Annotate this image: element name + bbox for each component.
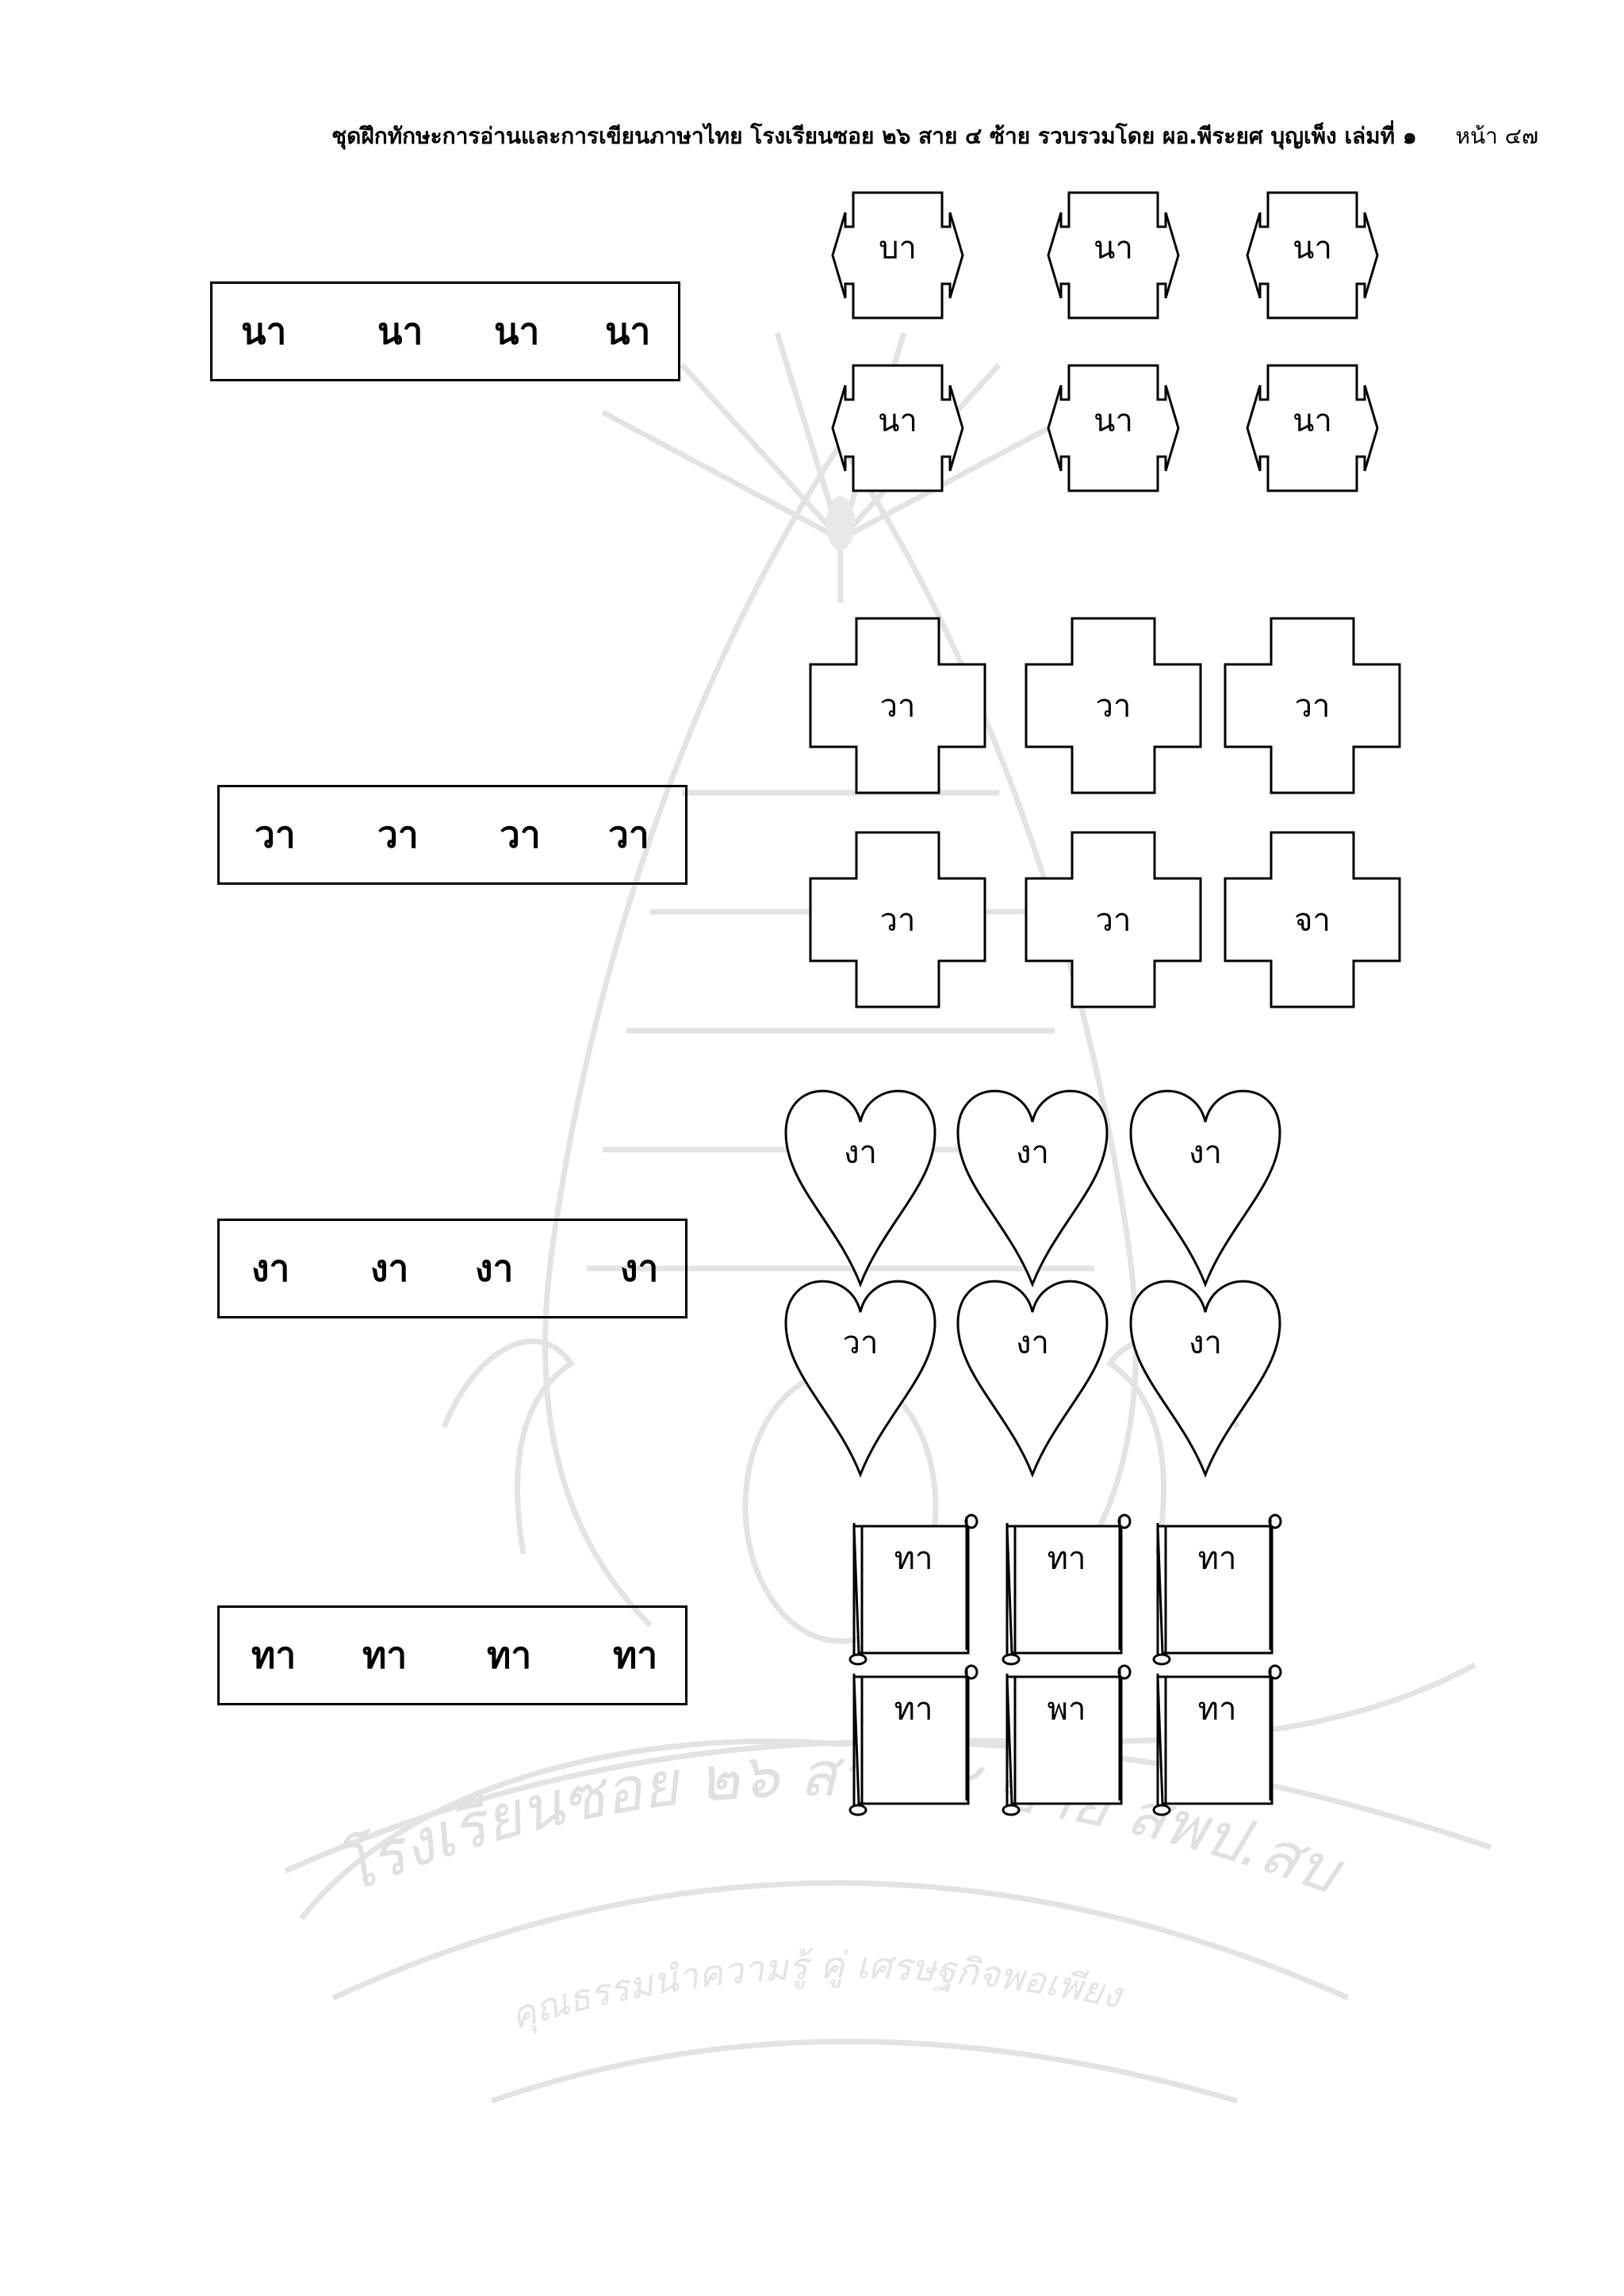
option-label-4-3: ทา — [1198, 1540, 1237, 1577]
option-label-4-5: พา — [1048, 1691, 1086, 1728]
word-3-3: งา — [475, 1246, 514, 1290]
option-label-1-1: บา — [879, 230, 917, 266]
double-arrow-option-1-5[interactable]: นา — [1047, 364, 1180, 492]
word-box-1: นา นา นา นา — [210, 281, 680, 381]
word-box-3: งา งา งา งา — [217, 1219, 688, 1318]
option-label-1-5: นา — [1094, 403, 1133, 439]
cross-option-2-5[interactable]: วา — [1025, 831, 1202, 1008]
option-label-2-5: วา — [1096, 902, 1132, 939]
double-arrow-option-1-3[interactable]: นา — [1246, 191, 1379, 320]
option-label-3-2: งา — [1016, 1135, 1049, 1171]
double-arrow-option-1-6[interactable]: นา — [1246, 364, 1379, 492]
option-label-2-2: วา — [1096, 688, 1132, 725]
word-box-2: วา วา วา วา — [217, 785, 688, 885]
option-label-3-5: งา — [1016, 1325, 1049, 1361]
cross-option-2-3[interactable]: วา — [1224, 617, 1401, 794]
word-4-1: ทา — [251, 1633, 297, 1677]
heart-option-3-3[interactable]: งา — [1129, 1089, 1281, 1288]
word-1-4: นา — [605, 309, 651, 353]
page-number: หน้า ๔๗ — [1455, 123, 1538, 149]
option-label-2-6: จา — [1294, 902, 1331, 939]
option-label-4-6: ทา — [1198, 1691, 1237, 1728]
option-label-2-3: วา — [1295, 688, 1331, 725]
heart-option-3-6[interactable]: งา — [1129, 1280, 1281, 1479]
option-label-3-3: งา — [1189, 1135, 1222, 1171]
scroll-option-4-2[interactable]: ทา — [1002, 1513, 1132, 1666]
double-arrow-option-1-1[interactable]: บา — [831, 191, 964, 320]
option-label-2-1: วา — [880, 688, 916, 725]
cross-option-2-4[interactable]: วา — [809, 831, 986, 1008]
scroll-option-4-1[interactable]: ทา — [848, 1513, 979, 1666]
option-label-1-4: นา — [878, 403, 917, 439]
heart-option-3-1[interactable]: งา — [784, 1089, 936, 1288]
cross-option-2-1[interactable]: วา — [809, 617, 986, 794]
word-box-4: ทา ทา ทา ทา — [217, 1605, 688, 1705]
scroll-option-4-4[interactable]: ทา — [848, 1664, 979, 1816]
word-2-1: วา — [255, 813, 296, 856]
word-2-3: วา — [500, 813, 541, 856]
option-label-4-1: ทา — [894, 1540, 933, 1577]
option-label-3-4: วา — [843, 1325, 879, 1361]
word-3-1: งา — [251, 1246, 290, 1290]
option-label-3-1: งา — [844, 1135, 877, 1171]
double-arrow-option-1-4[interactable]: นา — [831, 364, 964, 492]
heart-option-3-5[interactable]: งา — [956, 1280, 1109, 1479]
heart-option-3-2[interactable]: งา — [956, 1089, 1109, 1288]
word-4-2: ทา — [362, 1633, 408, 1677]
option-label-1-2: นา — [1094, 230, 1133, 266]
page-header: ชุดฝึกทักษะการอ่านและการเขียนภาษาไทย โรง… — [0, 119, 1538, 154]
scroll-option-4-6[interactable]: ทา — [1152, 1664, 1282, 1816]
option-label-4-4: ทา — [894, 1691, 933, 1728]
option-label-1-3: นา — [1293, 230, 1332, 266]
word-1-1: นา — [241, 309, 287, 353]
word-2-2: วา — [377, 813, 419, 856]
word-1-2: นา — [377, 309, 423, 353]
word-3-2: งา — [370, 1246, 409, 1290]
word-4-4: ทา — [613, 1633, 658, 1677]
cross-option-2-6[interactable]: จา — [1224, 831, 1401, 1008]
option-label-4-2: ทา — [1048, 1540, 1086, 1577]
header-meta: ชุดฝึกทักษะการอ่านและการเขียนภาษาไทย โรง… — [331, 123, 1417, 149]
word-2-4: วา — [608, 813, 649, 856]
word-1-3: นา — [494, 309, 540, 353]
word-3-4: งา — [620, 1246, 659, 1290]
scroll-option-4-5[interactable]: พา — [1002, 1664, 1132, 1816]
option-label-3-6: งา — [1189, 1325, 1222, 1361]
word-4-3: ทา — [487, 1633, 532, 1677]
cross-option-2-2[interactable]: วา — [1025, 617, 1202, 794]
option-label-2-4: วา — [880, 902, 916, 939]
scroll-option-4-3[interactable]: ทา — [1152, 1513, 1282, 1666]
heart-option-3-4[interactable]: วา — [784, 1280, 936, 1479]
double-arrow-option-1-2[interactable]: นา — [1047, 191, 1180, 320]
option-label-1-6: นา — [1293, 403, 1332, 439]
